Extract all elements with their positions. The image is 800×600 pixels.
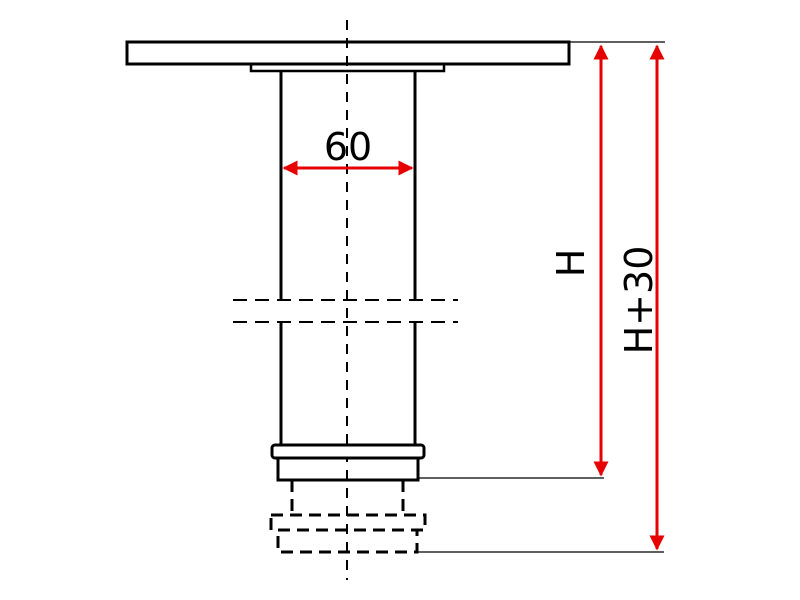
extension-lines <box>418 41 665 553</box>
break-lines <box>233 299 458 323</box>
adjuster-extended <box>269 480 427 554</box>
total-height-label: H+30 <box>617 246 661 355</box>
diameter-label: 60 <box>324 125 372 169</box>
height-label: H <box>549 249 593 278</box>
collar <box>270 443 426 460</box>
flange <box>249 62 446 73</box>
adjuster-ring <box>276 456 420 482</box>
tube <box>279 71 417 445</box>
